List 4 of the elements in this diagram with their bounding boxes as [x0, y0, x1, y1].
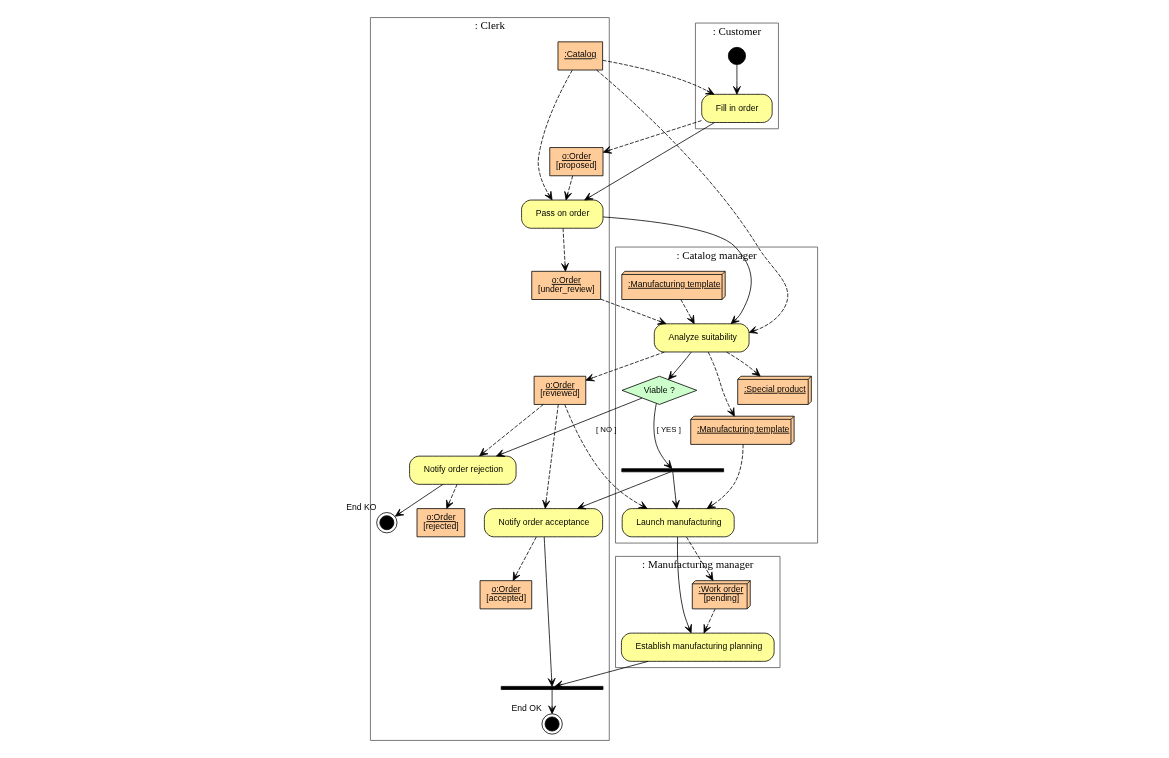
- edge-label: [ YES ]: [656, 425, 681, 435]
- edge-label: [ NO ]: [595, 425, 616, 435]
- node-label: End OK: [511, 703, 542, 714]
- node-label: End KO: [345, 502, 376, 513]
